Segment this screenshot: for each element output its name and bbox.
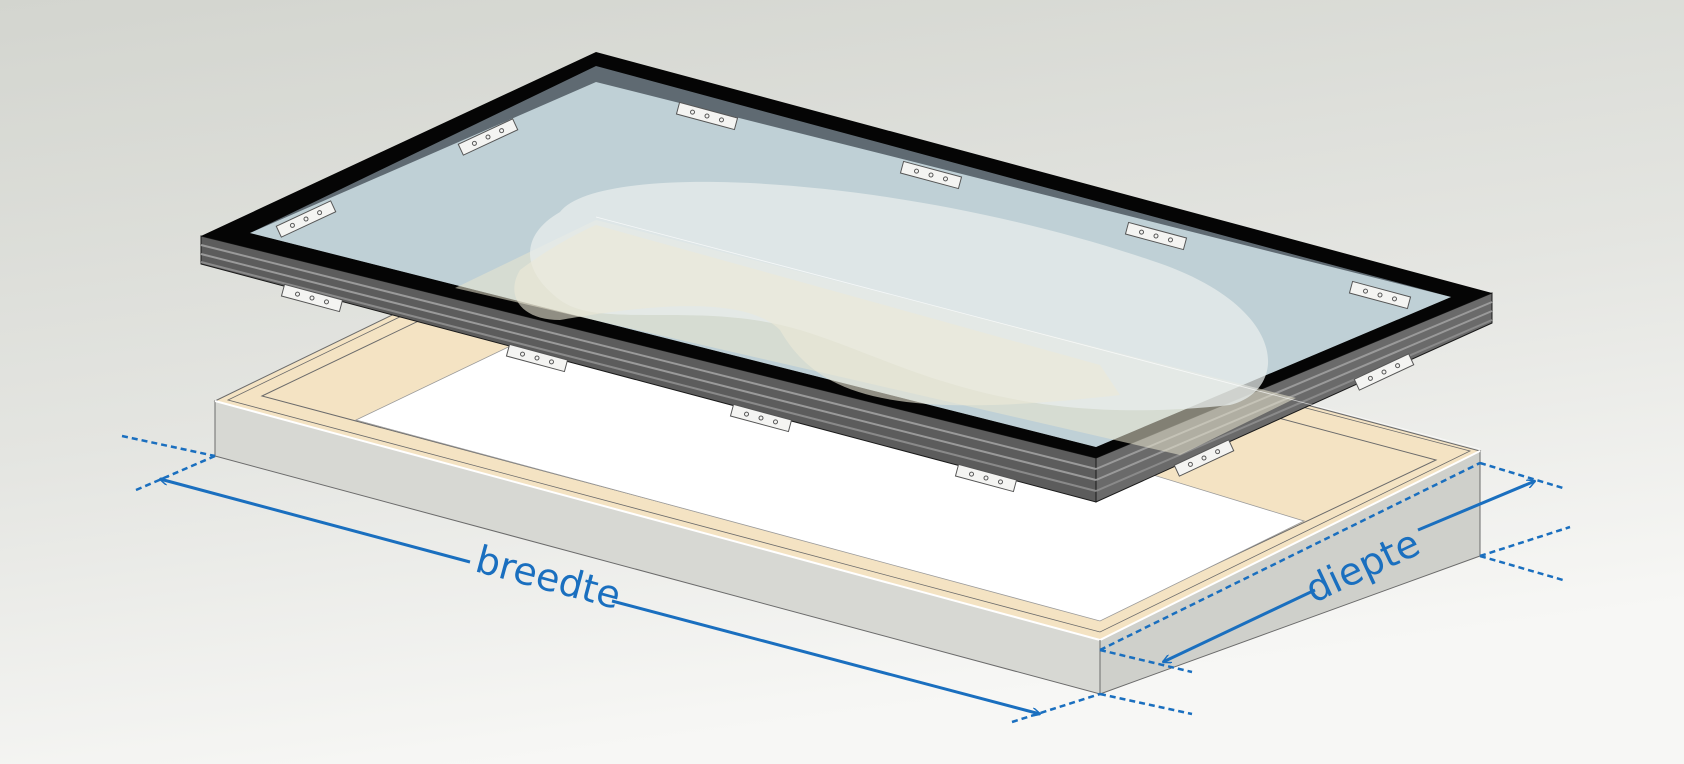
mounting-clip-icon: [275, 200, 337, 238]
glass-reflection-warm: [514, 225, 1120, 406]
lid-layer-line-3: [200, 261, 1097, 492]
breedte-dimension-line-left: [160, 479, 471, 564]
glass-lid: [200, 52, 1493, 503]
mounting-clip-icon: [729, 403, 793, 433]
diepte-extension-line-back-top: [1479, 525, 1571, 558]
diepte-dimension-line-upper: [1417, 481, 1535, 532]
breedte-extension-line-bottom-left: [135, 454, 216, 492]
mounting-clips: [275, 101, 1415, 493]
glass-reflection: [530, 181, 1269, 411]
lid-layer-line-2: [200, 253, 1097, 481]
diepte-extension-line-back-bottom: [1479, 554, 1564, 582]
diepte-extension-line-front: [1099, 648, 1193, 674]
lid-layer-line-5: [1095, 310, 1493, 481]
mounting-clip-icon: [457, 118, 519, 156]
breedte-dimension-line-right: [611, 599, 1040, 714]
mounting-clip-icon: [899, 160, 963, 190]
mounting-clip-icon: [954, 463, 1018, 493]
glass-edge-line: [595, 216, 1481, 450]
diepte-dimension-line-lower: [1163, 588, 1316, 664]
diepte-extension-line-back: [1479, 461, 1564, 490]
breedte-extension-line-right: [1099, 692, 1193, 716]
diepte-extension-line-diagonal: [1099, 461, 1481, 652]
breedte-extension-line-bottom-right: [1011, 692, 1101, 724]
lid-layer-line-1: [200, 244, 1097, 470]
breedte-extension-line-top-left: [121, 434, 216, 458]
mounting-clip-icon: [1348, 280, 1412, 310]
mounting-clip-icon: [280, 283, 344, 313]
mounting-clip-icon: [1124, 221, 1188, 251]
mounting-clip-icon: [1173, 439, 1235, 477]
mounting-clip-icon: [675, 101, 739, 131]
mounting-clip-icon: [505, 343, 569, 373]
lid-layer-line-6: [1095, 319, 1493, 492]
mounting-clip-icon: [1353, 353, 1415, 391]
